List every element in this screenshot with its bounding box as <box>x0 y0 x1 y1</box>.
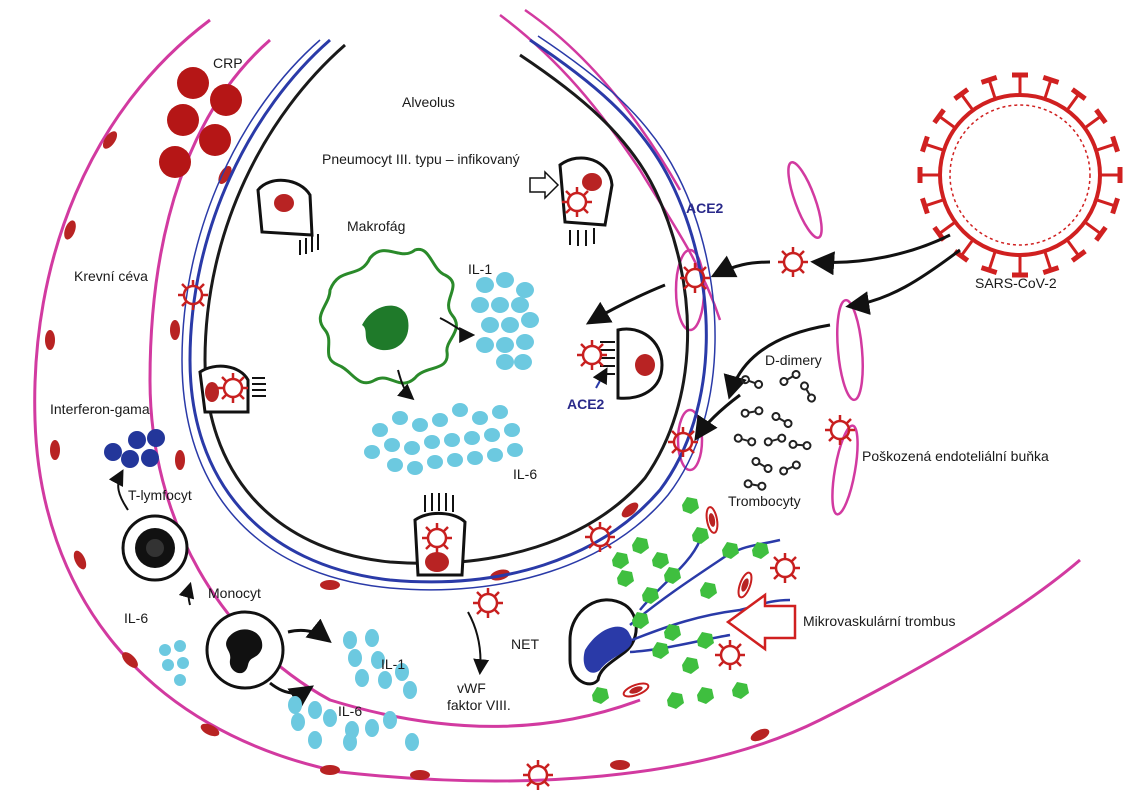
vessel-endothelial-nuclei <box>45 131 770 780</box>
label-net: NET <box>511 636 539 652</box>
crp-particles <box>159 67 242 178</box>
virus-endothelial <box>823 413 857 447</box>
label-makrofag: Makrofág <box>347 218 406 234</box>
il-6-particles-middle <box>364 403 523 475</box>
label-d-dimery: D-dimery <box>765 352 822 368</box>
interferon-gamma-particles <box>104 429 165 468</box>
pneumocyte-left <box>198 364 266 414</box>
pneumocyte-infected-top-right <box>558 156 614 246</box>
virus-bottom-cell <box>471 586 505 620</box>
label-ace2-middle: ACE2 <box>567 396 605 412</box>
label-crp: CRP <box>213 55 243 71</box>
label-mikrovaskularni-trombus: Mikrovaskulární trombus <box>803 613 956 629</box>
outline-arrow-to-pneumocyte <box>529 170 560 200</box>
label-il-6-middle: IL-6 <box>513 466 538 482</box>
net-arrow <box>467 611 490 676</box>
label-monocyt: Monocyt <box>208 585 261 601</box>
sars-cov-2-virion <box>917 72 1123 278</box>
alveolar-membrane <box>188 38 708 584</box>
label-il-1-top: IL-1 <box>468 261 493 277</box>
label-t-lymfocyt: T-lymfocyt <box>128 487 192 503</box>
macrophage <box>318 247 458 385</box>
pneumocyte-bottom <box>413 493 467 577</box>
right-vessel-wall <box>499 8 864 516</box>
t-lymphocyte <box>121 514 189 582</box>
label-il-1-bottom: IL-1 <box>381 656 406 672</box>
label-faktor-viii: faktor VIII. <box>447 697 511 713</box>
label-il-6-bottom: IL-6 <box>338 703 363 719</box>
pneumocyte-right-ace2 <box>575 327 664 400</box>
virus-bottom-left <box>583 520 617 554</box>
virus-membrane-right <box>678 261 712 295</box>
virus-membrane-right-low <box>666 425 700 459</box>
virus-bottom-vessel <box>521 758 555 792</box>
virus-vessel-left <box>176 278 210 312</box>
microvascular-thrombus <box>568 497 802 709</box>
il-6-particles-left <box>159 640 189 686</box>
label-il-6-left: IL-6 <box>124 610 149 626</box>
label-vwf: vWF <box>457 680 486 696</box>
label-sars-cov-2: SARS-CoV-2 <box>975 275 1057 291</box>
ace2-pointer <box>592 367 608 389</box>
label-krevni-ceva: Krevní céva <box>74 268 148 284</box>
blood-vessel-wall <box>33 18 1081 783</box>
thrombus-outline-arrow <box>725 592 797 652</box>
alveolar-epithelium <box>203 43 689 565</box>
label-poskozena-endotelialni-bunka: Poškozená endoteliální buňka <box>862 448 1049 464</box>
monocyte <box>205 610 285 690</box>
il-1-particles-top <box>471 272 539 370</box>
label-ace2-top: ACE2 <box>686 200 724 216</box>
virus-free <box>776 245 810 279</box>
il-1-il-6-particles-bottom <box>288 629 419 751</box>
label-interferon-gama: Interferon-gama <box>50 401 150 417</box>
pneumocyte-top-left <box>256 178 319 255</box>
label-trombocyty: Trombocyty <box>728 493 801 509</box>
label-pneumocyte-infected: Pneumocyt III. typu – infikovaný <box>322 151 520 167</box>
d-dimer-particles <box>732 368 818 492</box>
label-alveolus: Alveolus <box>402 94 455 110</box>
infection-arrows <box>585 233 961 441</box>
